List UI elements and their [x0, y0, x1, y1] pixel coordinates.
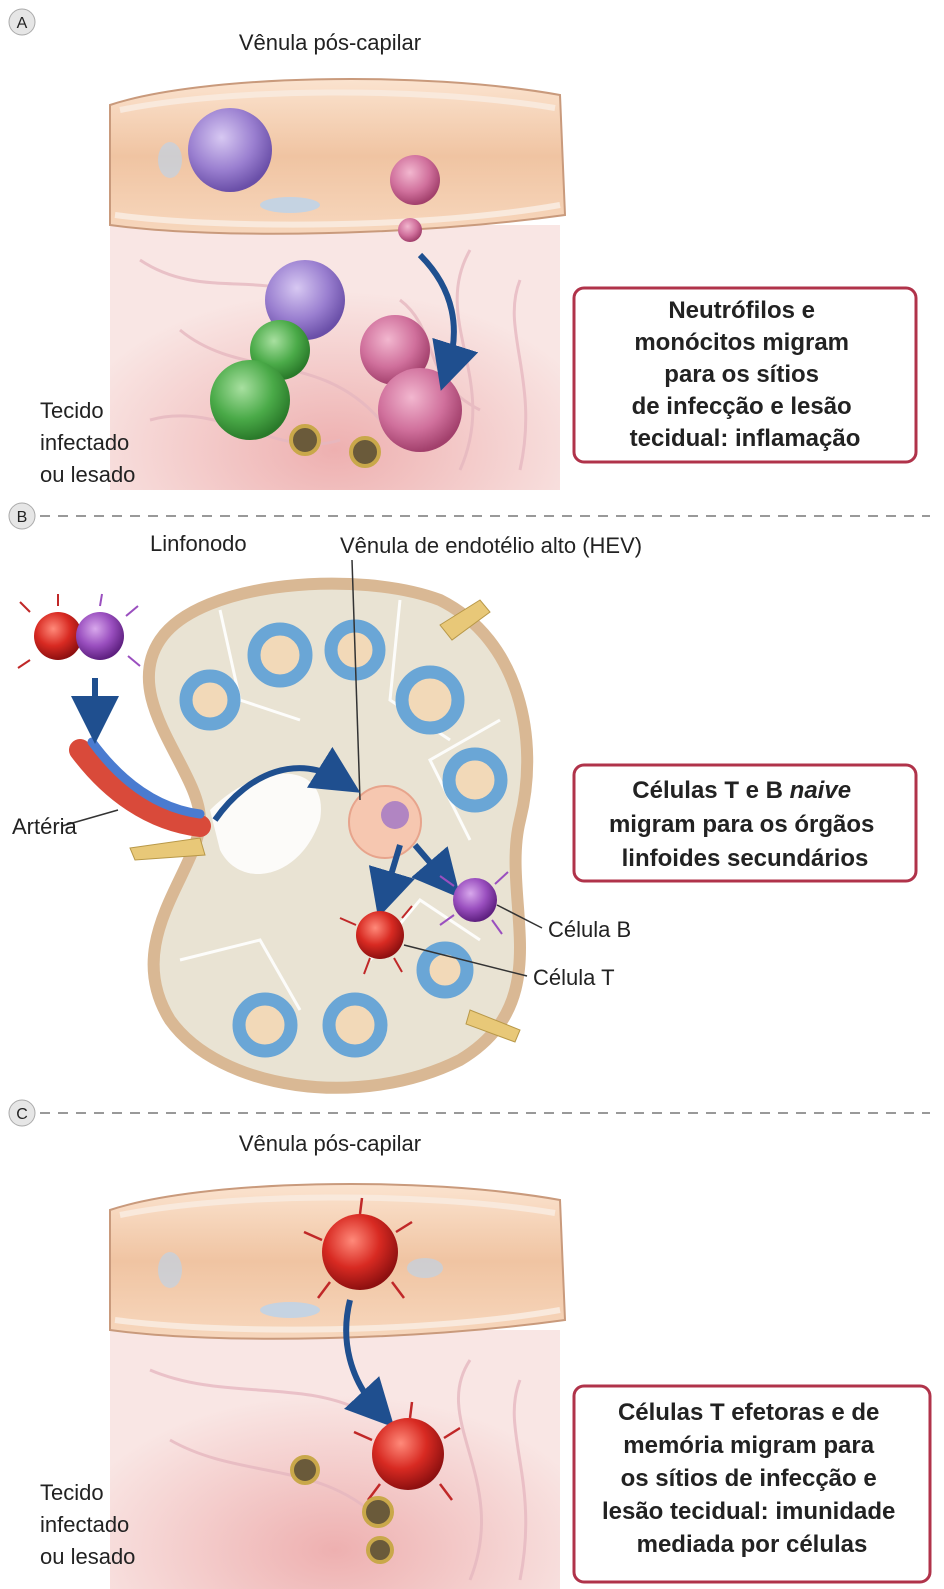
- lymphocyte-cell: [188, 108, 272, 192]
- panel-c-letter: C: [16, 1106, 28, 1123]
- microbe-cell: [364, 1498, 392, 1526]
- panel-c-callout-text: Células T efetoras e de memória migram p…: [602, 1399, 902, 1558]
- follicle: [254, 629, 306, 681]
- t-cell: [34, 612, 82, 660]
- bcell-label: Célula B: [548, 917, 631, 942]
- effector-t-cell: [372, 1418, 444, 1490]
- panel-a-tissue: [110, 225, 560, 490]
- tcell-label: Célula T: [533, 965, 615, 990]
- panel-a-letter: A: [17, 15, 28, 32]
- b-cell: [76, 612, 124, 660]
- follicle: [239, 999, 291, 1051]
- panel-c-tissue: [110, 1330, 560, 1589]
- panel-c: C Vênula pós-capilar Tecido infectado: [9, 1100, 930, 1589]
- follicle: [186, 676, 234, 724]
- microbe-cell: [291, 426, 319, 454]
- microbe-cell: [292, 1457, 318, 1483]
- microbe-cell: [368, 1538, 392, 1562]
- panel-a-vessel-label: Vênula pós-capilar: [239, 30, 421, 55]
- follicle: [449, 754, 501, 806]
- panel-a: A Vênula pós-capilar Tecido: [9, 9, 916, 490]
- monocyte-cell: [210, 360, 290, 440]
- neutrophil-cell: [390, 155, 440, 205]
- microbe-cell: [351, 438, 379, 466]
- node-label: Linfonodo: [150, 531, 247, 556]
- neutrophil-cell: [378, 368, 462, 452]
- t-cell: [356, 911, 404, 959]
- hev-label: Vênula de endotélio alto (HEV): [340, 533, 642, 558]
- panel-c-vessel-label: Vênula pós-capilar: [239, 1131, 421, 1156]
- panel-b: B Linfonodo Vênula de endotélio alto (HE…: [9, 503, 916, 1088]
- follicle: [329, 999, 381, 1051]
- b-cell: [453, 878, 497, 922]
- panel-b-callout-text: Células T e B naive migram para os órgão…: [609, 777, 881, 872]
- effector-t-cell: [322, 1214, 398, 1290]
- artery-label: Artéria: [12, 814, 78, 839]
- panel-b-letter: B: [17, 509, 28, 526]
- follicle: [402, 672, 458, 728]
